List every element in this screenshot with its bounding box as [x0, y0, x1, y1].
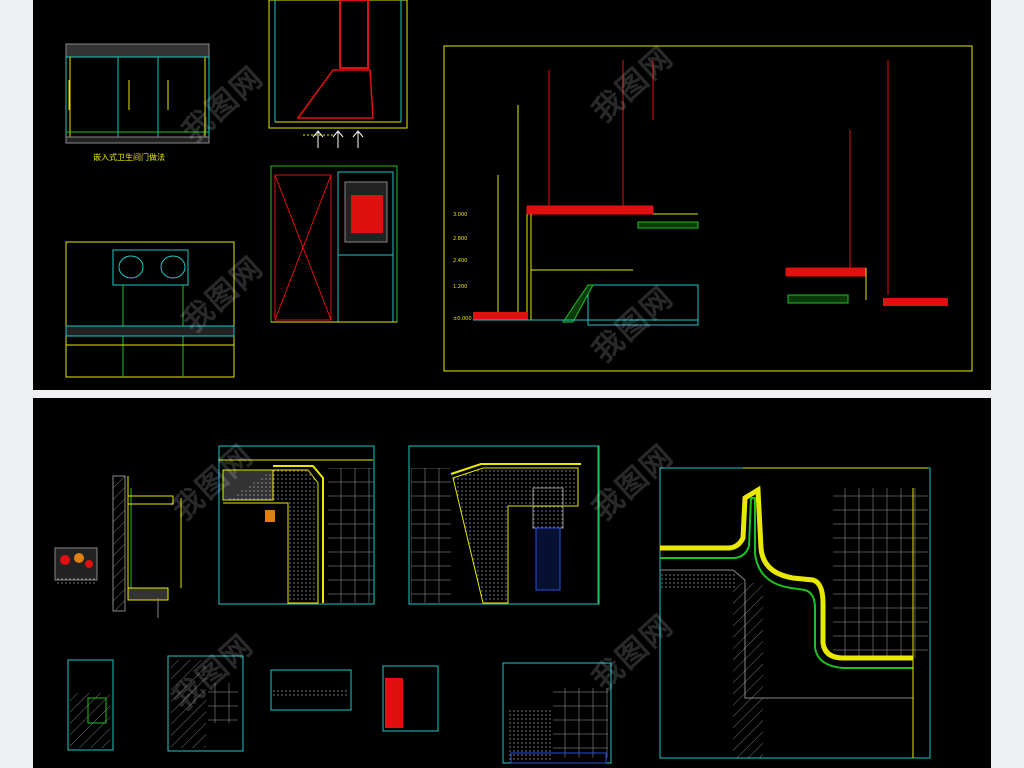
door-caption: 嵌入式卫生间门做法 [93, 152, 165, 162]
svg-text:±0.000: ±0.000 [453, 316, 472, 322]
level-ticks: 3.000 2.800 2.400 1.200 ±0.000 [453, 212, 472, 322]
shaft-section [268, 0, 408, 148]
svg-text:1.200: 1.200 [453, 284, 467, 290]
cad-drawing-bottom [54, 445, 931, 764]
cad-sheet-bottom: 我图网 我图网 我图网 我图网 [33, 398, 991, 768]
corner-detail-2 [408, 445, 600, 605]
cad-sheet-top: 嵌入式卫生间门做法 [33, 0, 991, 390]
ceiling-section-frame [443, 45, 973, 372]
door-elevation [65, 43, 210, 144]
wall-section-1 [112, 475, 182, 618]
svg-text:2.400: 2.400 [453, 258, 467, 264]
small-detail-row [67, 655, 612, 764]
svg-text:3.000: 3.000 [453, 212, 467, 218]
pool-section [659, 467, 931, 759]
svg-text:2.800: 2.800 [453, 236, 467, 242]
cabinet-elevation [270, 165, 398, 323]
pipe-detail [54, 547, 98, 584]
cad-drawing-top: 嵌入式卫生间门做法 [65, 0, 973, 378]
plan-detail [65, 241, 235, 378]
corner-detail-1 [218, 445, 375, 605]
